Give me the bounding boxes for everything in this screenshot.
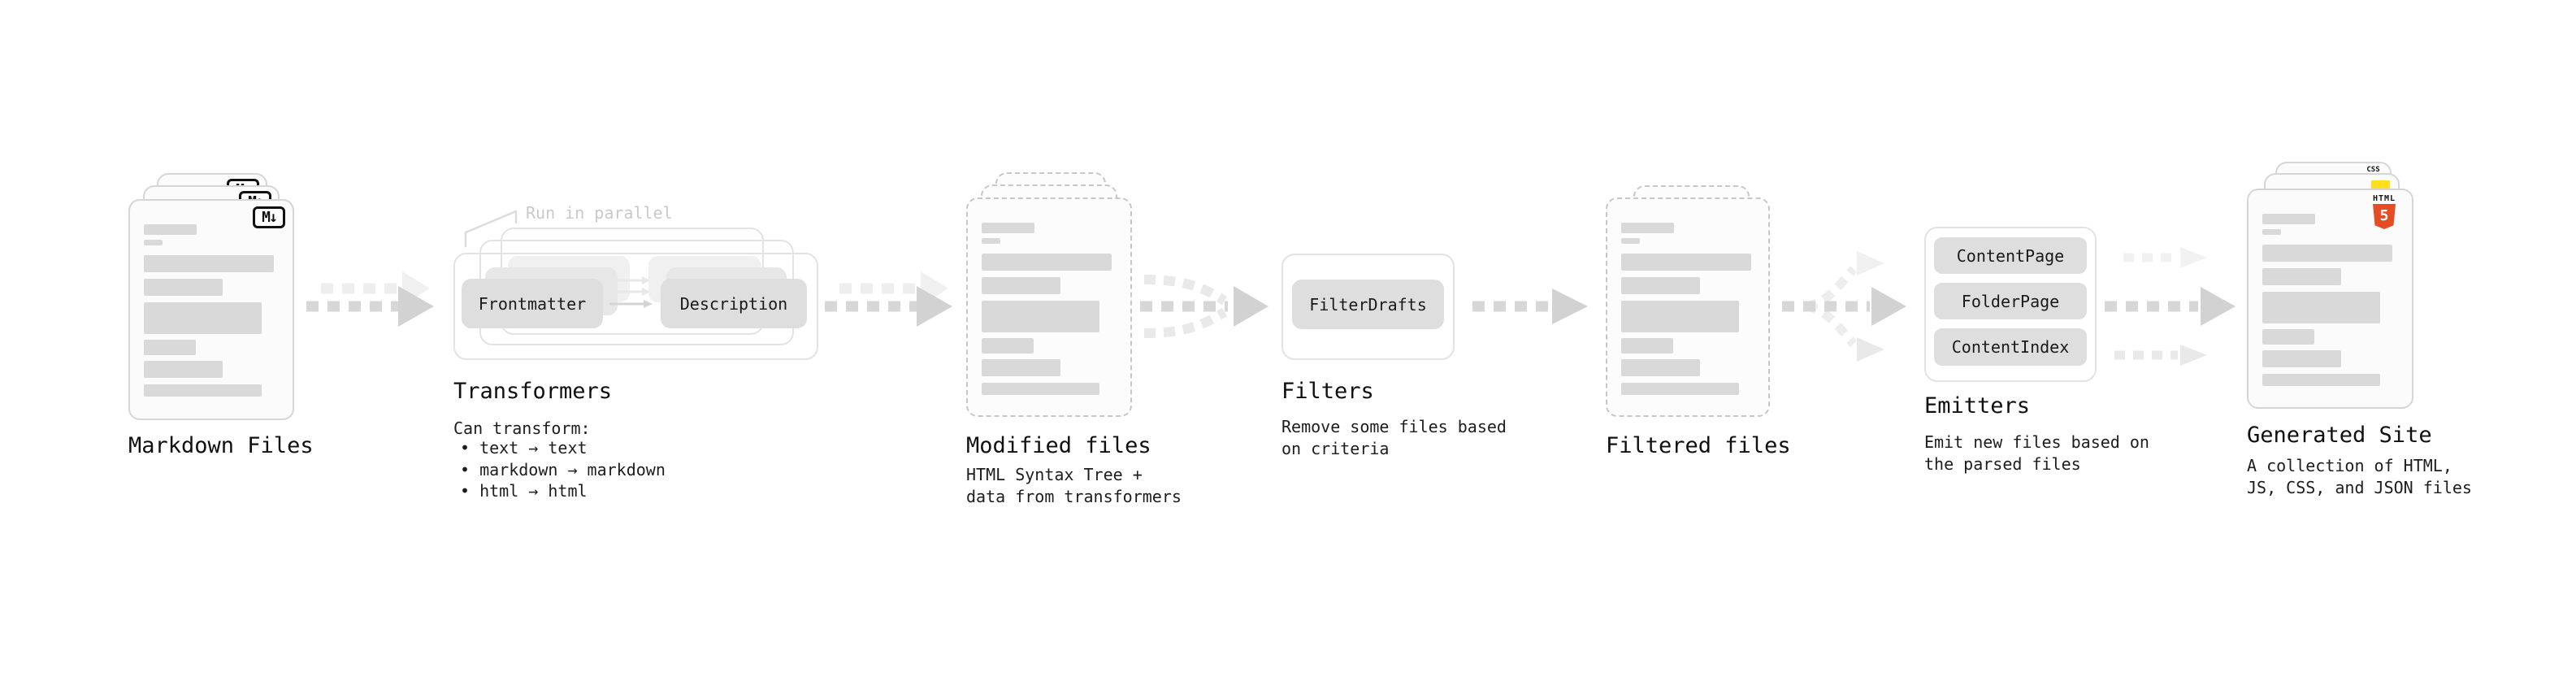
- text-line-placeholder: [2262, 245, 2392, 262]
- flow-arrow-icon: [1472, 288, 1588, 324]
- text-line-placeholder: [982, 254, 1112, 271]
- text-line-placeholder: [982, 301, 1099, 332]
- text-line-placeholder: [1621, 238, 1640, 244]
- contentpage-label: ContentPage: [1956, 245, 2065, 266]
- generated-site-subtitle: A collection of HTML, JS, CSS, and JSON …: [2247, 456, 2472, 497]
- flow-arrow-icon: [306, 271, 434, 327]
- text-line-placeholder: [982, 238, 1000, 244]
- text-line-placeholder: [982, 338, 1034, 354]
- filterdrafts-label: FilterDrafts: [1309, 294, 1427, 314]
- contentpage-node: ContentPage: [1934, 237, 2087, 274]
- triple-arrow-icon: [2105, 247, 2236, 366]
- text-line-placeholder: [1621, 338, 1673, 354]
- text-line-placeholder: [2262, 229, 2281, 235]
- text-line-placeholder: [2262, 350, 2341, 367]
- text-line-placeholder: [144, 224, 197, 235]
- text-line-placeholder: [1621, 277, 1700, 294]
- emitters-subtitle: Emit new files based on the parsed files: [1924, 432, 2149, 474]
- text-line-placeholder: [1621, 223, 1674, 233]
- text-line-placeholder: [144, 340, 196, 355]
- frontmatter-node: Frontmatter: [462, 279, 603, 328]
- text-line-placeholder: [982, 223, 1034, 233]
- generated-site-title: Generated Site: [2247, 423, 2432, 448]
- text-line-placeholder: [1621, 383, 1739, 395]
- folderpage-node: FolderPage: [1934, 283, 2087, 319]
- text-line-placeholder: [2262, 292, 2380, 323]
- filterdrafts-node: FilterDrafts: [1292, 280, 1444, 329]
- contentindex-label: ContentIndex: [1951, 337, 2070, 357]
- run-in-parallel-label: Run in parallel: [526, 203, 673, 223]
- transformers-subtitle: Can transform:: [453, 419, 591, 438]
- description-label: Description: [679, 293, 788, 314]
- generated-doc-html: HTML 5: [2247, 189, 2413, 409]
- parallel-arrows-icon: [609, 276, 653, 308]
- modified-doc-front: [966, 197, 1132, 417]
- modified-files-subtitle: HTML Syntax Tree + data from transformer…: [966, 465, 1182, 506]
- callout-line: [464, 210, 518, 248]
- filtered-doc-front: [1606, 197, 1770, 417]
- frontmatter-label: Frontmatter: [478, 293, 587, 314]
- flow-arrow-icon: [825, 271, 952, 327]
- transformers-bullet-list: • text → text • markdown → markdown • ht…: [460, 437, 666, 502]
- filters-subtitle: Remove some files based on criteria: [1281, 417, 1507, 458]
- text-line-placeholder: [2262, 268, 2341, 285]
- text-line-placeholder: [1621, 254, 1751, 271]
- filters-title: Filters: [1281, 379, 1374, 404]
- markdown-files-title: Markdown Files: [128, 433, 314, 458]
- filtered-files-title: Filtered files: [1606, 433, 1791, 458]
- diverging-arrow-icon: [1782, 251, 1906, 362]
- text-line-placeholder: [1621, 359, 1700, 376]
- converging-arrow-icon: [1140, 275, 1268, 338]
- text-line-placeholder: [982, 277, 1060, 294]
- modified-files-title: Modified files: [966, 433, 1151, 458]
- transformers-title: Transformers: [453, 379, 613, 404]
- text-line-placeholder: [2262, 214, 2315, 224]
- text-line-placeholder: [144, 240, 163, 245]
- description-node: Description: [661, 279, 807, 328]
- transformers-container-front: [453, 253, 818, 360]
- html5-icon: HTML 5: [2366, 194, 2403, 229]
- text-line-placeholder: [144, 384, 262, 397]
- js-icon: [2371, 180, 2390, 190]
- contentindex-node: ContentIndex: [1934, 328, 2087, 366]
- emitters-title: Emitters: [1924, 393, 2031, 419]
- text-line-placeholder: [2262, 374, 2380, 386]
- markdown-icon: M↓: [253, 206, 285, 228]
- text-line-placeholder: [144, 255, 274, 272]
- text-line-placeholder: [2262, 329, 2314, 345]
- text-line-placeholder: [144, 279, 223, 296]
- bullet-item: • html → html: [460, 481, 588, 501]
- folderpage-label: FolderPage: [1961, 291, 2060, 311]
- bullet-item: • markdown → markdown: [460, 459, 666, 479]
- text-line-placeholder: [1621, 301, 1739, 332]
- text-line-placeholder: [982, 359, 1060, 376]
- markdown-doc-front: M↓: [128, 199, 294, 420]
- text-line-placeholder: [144, 302, 262, 334]
- text-line-placeholder: [982, 383, 1099, 395]
- text-line-placeholder: [144, 361, 223, 378]
- bullet-item: • text → text: [460, 438, 588, 458]
